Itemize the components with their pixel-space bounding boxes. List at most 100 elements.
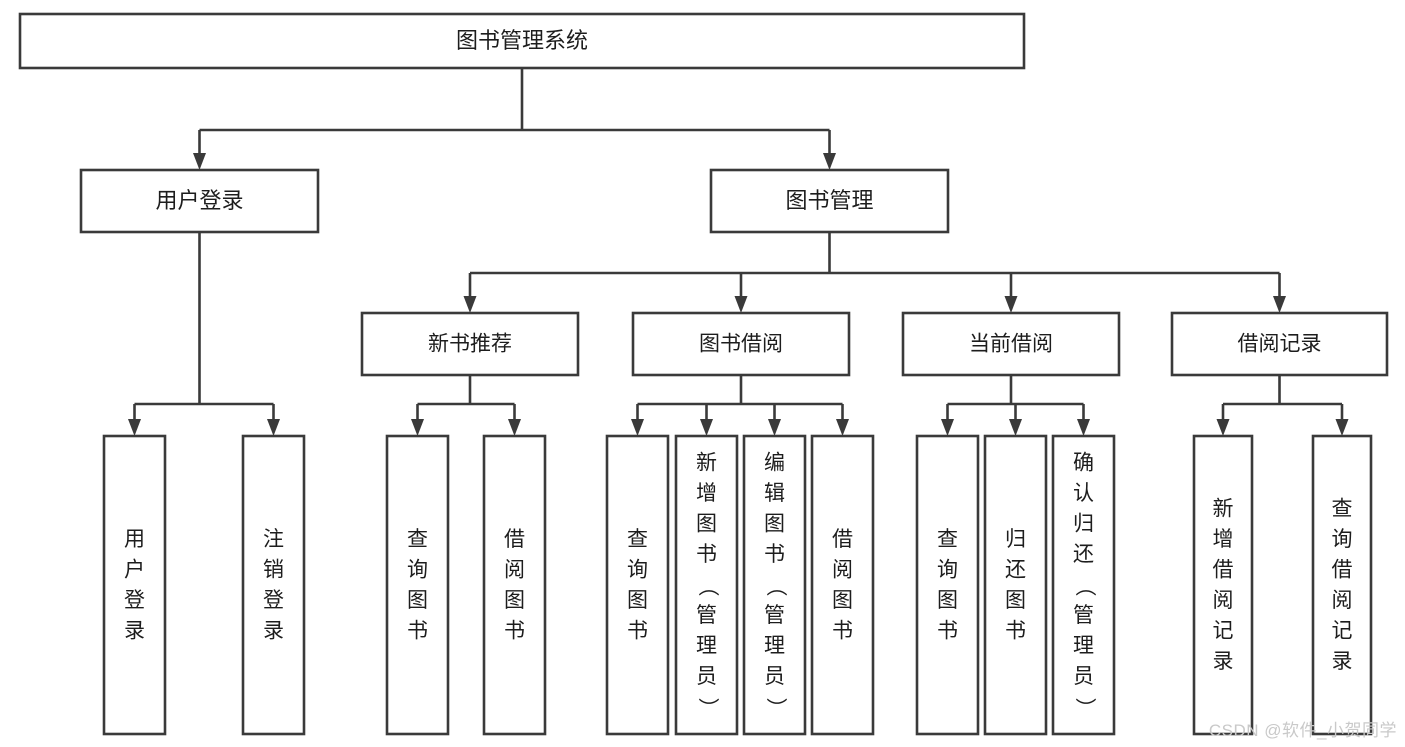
node-box[interactable] bbox=[674, 434, 739, 736]
arrow-head-icon bbox=[267, 419, 280, 436]
arrow-head-icon bbox=[768, 419, 781, 436]
node-label-char: 登 bbox=[124, 589, 145, 612]
nodes-layer: 图书管理系统用户登录图书管理新书推荐图书借阅当前借阅借阅记录用户登录注销登录查询… bbox=[18, 12, 1389, 736]
node-box[interactable] bbox=[709, 168, 950, 234]
node-box[interactable] bbox=[605, 434, 670, 736]
node-label-char: 查 bbox=[627, 528, 648, 551]
node-box[interactable] bbox=[742, 434, 807, 736]
node-box[interactable] bbox=[360, 311, 580, 377]
node-label: 用户登录 bbox=[155, 188, 243, 213]
node-box[interactable] bbox=[79, 168, 320, 234]
node-label-char: 借 bbox=[504, 528, 525, 551]
node-label-char: 图 bbox=[764, 513, 785, 536]
node-label-char: 理 bbox=[1073, 635, 1094, 658]
node-box[interactable] bbox=[241, 434, 306, 736]
node-label-char: 图 bbox=[696, 513, 717, 536]
node-box[interactable] bbox=[1051, 434, 1116, 736]
node-label-char: 辑 bbox=[764, 482, 785, 505]
node-label-char: 书 bbox=[764, 543, 785, 566]
node-label-char: 记 bbox=[1213, 619, 1234, 642]
node-new-book-rec[interactable]: 新书推荐 bbox=[360, 311, 580, 377]
node-label-char: 书 bbox=[696, 543, 717, 566]
node-box[interactable] bbox=[915, 434, 980, 736]
node-label-char: （ bbox=[764, 576, 787, 597]
node-label-char: 图 bbox=[1005, 589, 1026, 612]
arrow-head-icon bbox=[631, 419, 644, 436]
node-box[interactable] bbox=[1170, 311, 1389, 377]
arrow-head-icon bbox=[1335, 419, 1349, 436]
node-leaf-user-login[interactable]: 用户登录 bbox=[102, 434, 167, 736]
node-label-char: 确 bbox=[1073, 452, 1094, 475]
node-label-char: ） bbox=[696, 698, 719, 719]
node-label-char: 管 bbox=[764, 604, 785, 627]
arrow-head-icon bbox=[193, 153, 206, 170]
node-book-borrow[interactable]: 图书借阅 bbox=[631, 311, 851, 377]
node-box[interactable] bbox=[102, 434, 167, 736]
arrow-head-icon bbox=[508, 419, 521, 436]
node-label-char: 销 bbox=[263, 558, 284, 581]
node-box[interactable] bbox=[631, 311, 851, 377]
node-label-char: 录 bbox=[263, 619, 284, 642]
arrow-head-icon bbox=[1216, 419, 1230, 436]
node-label-char: 书 bbox=[627, 619, 648, 642]
node-label-char: 询 bbox=[937, 558, 958, 581]
arrow-head-icon bbox=[700, 419, 713, 436]
arrow-head-icon bbox=[941, 419, 954, 436]
node-label-char: 借 bbox=[832, 528, 853, 551]
node-label-char: 书 bbox=[832, 619, 853, 642]
node-box[interactable] bbox=[1311, 434, 1373, 736]
arrow-head-icon bbox=[836, 419, 849, 436]
arrow-head-icon bbox=[128, 419, 141, 436]
node-label-char: （ bbox=[1073, 576, 1096, 597]
node-label-char: 图 bbox=[937, 589, 958, 612]
node-label-char: 图 bbox=[504, 589, 525, 612]
arrow-head-icon bbox=[734, 296, 748, 313]
node-label-char: 询 bbox=[1332, 528, 1353, 551]
node-label-char: 员 bbox=[1073, 665, 1094, 688]
node-box[interactable] bbox=[18, 12, 1026, 70]
node-label-char: 还 bbox=[1005, 558, 1026, 581]
node-box[interactable] bbox=[983, 434, 1048, 736]
arrow-head-icon bbox=[1273, 296, 1286, 313]
node-label-char: 书 bbox=[1005, 619, 1026, 642]
edges-layer bbox=[128, 68, 1349, 436]
node-book-manage[interactable]: 图书管理 bbox=[709, 168, 950, 234]
node-root[interactable]: 图书管理系统 bbox=[18, 12, 1026, 70]
node-label-char: 新 bbox=[1213, 497, 1234, 520]
node-box[interactable] bbox=[482, 434, 547, 736]
node-label-char: 理 bbox=[696, 635, 717, 658]
node-label-char: 书 bbox=[504, 619, 525, 642]
node-box[interactable] bbox=[901, 311, 1121, 377]
node-box[interactable] bbox=[1192, 434, 1254, 736]
node-label: 借阅记录 bbox=[1238, 333, 1322, 356]
node-box[interactable] bbox=[385, 434, 450, 736]
node-label-char: 录 bbox=[1332, 650, 1353, 673]
node-label-char: 查 bbox=[407, 528, 428, 551]
node-label-char: 书 bbox=[937, 619, 958, 642]
node-label-char: 阅 bbox=[832, 558, 853, 581]
node-label-char: ） bbox=[764, 698, 787, 719]
node-label-char: 图 bbox=[407, 589, 428, 612]
node-label: 图书管理 bbox=[785, 188, 873, 213]
node-label-char: 户 bbox=[124, 558, 145, 581]
node-box[interactable] bbox=[810, 434, 875, 736]
arrow-head-icon bbox=[1009, 419, 1022, 436]
node-label-char: 登 bbox=[263, 589, 284, 612]
node-user-login[interactable]: 用户登录 bbox=[79, 168, 320, 234]
node-label-char: 录 bbox=[124, 619, 145, 642]
node-borrow-record[interactable]: 借阅记录 bbox=[1170, 311, 1389, 377]
node-current-borrow[interactable]: 当前借阅 bbox=[901, 311, 1121, 377]
